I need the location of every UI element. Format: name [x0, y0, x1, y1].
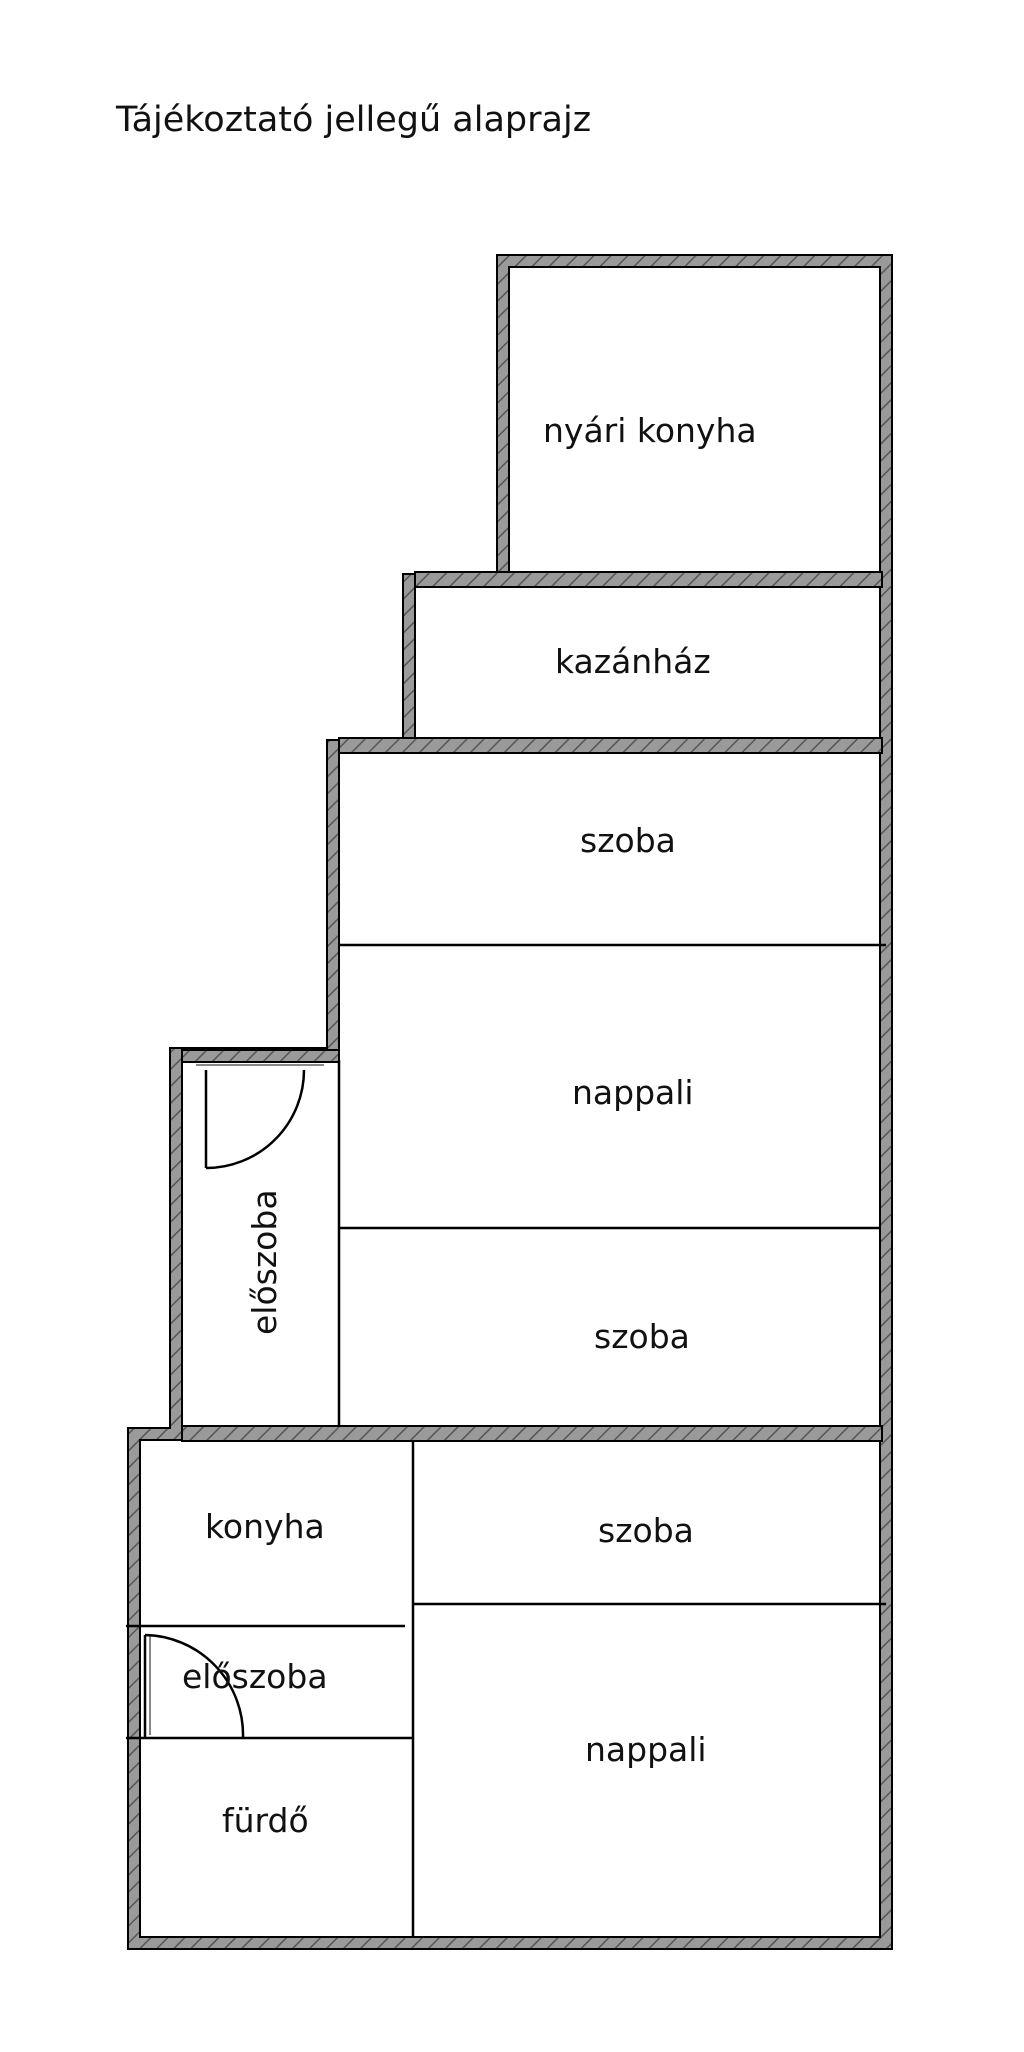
wall-eloszoba-top [181, 1049, 340, 1063]
room-label-konyha: konyha [205, 1507, 325, 1546]
door-swing-lower [144, 1633, 245, 1739]
room-label-eloszoba-1: előszoba [245, 1189, 284, 1335]
room-label-furdo: fürdő [222, 1801, 309, 1840]
room-label-szoba-1: szoba [580, 821, 676, 860]
room-label-nyari-konyha: nyári konyha [543, 411, 757, 450]
room-label-eloszoba-2: előszoba [182, 1657, 328, 1696]
room-label-nappali-2: nappali [585, 1730, 707, 1769]
wall-kazan-szoba [338, 737, 883, 754]
room-label-nappali-1: nappali [572, 1073, 694, 1112]
room-label-szoba-3: szoba [598, 1511, 694, 1550]
room-label-szoba-2: szoba [594, 1317, 690, 1356]
room-label-kazanhaz: kazánház [555, 642, 711, 681]
wall-middle [181, 1425, 883, 1442]
wall-nyari-kazan [414, 571, 883, 588]
door-swing-upper [205, 1069, 306, 1170]
plan-title: Tájékoztató jellegű alaprajz [116, 100, 592, 140]
